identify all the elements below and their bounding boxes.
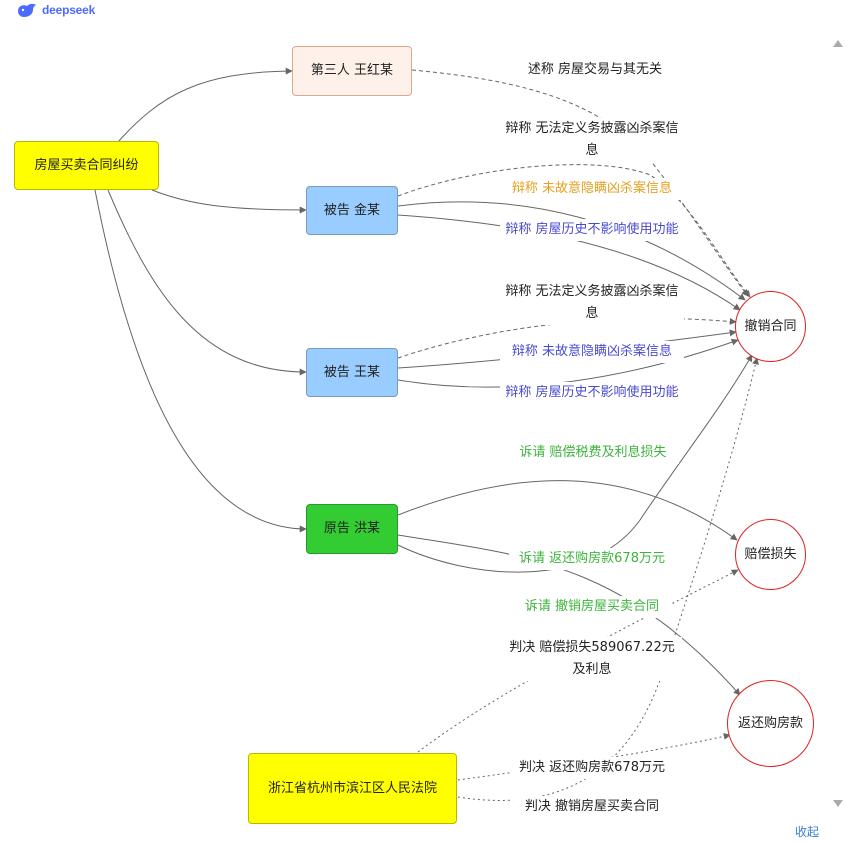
edge-label-wang-no-intent: 辩称 未故意隐瞒凶杀案信息	[500, 341, 684, 363]
third-party-node: 第三人 王红某	[292, 46, 412, 96]
scroll-up-arrow-icon[interactable]	[833, 40, 843, 47]
edge-plaintiff-compensation	[397, 480, 738, 541]
defendant-wang-node: 被告 王某	[306, 348, 398, 397]
court-label: 浙江省杭州市滨江区人民法院	[267, 780, 437, 796]
outcome-refund-label: 返还购房款	[737, 715, 803, 731]
defendant-jin-node: 被告 金某	[306, 186, 398, 235]
edge-plaintiff-revoke	[397, 354, 753, 573]
outcome-compensation-node: 赔偿损失	[735, 519, 806, 590]
edge-label-claim-revoke: 诉请 撤销房屋买卖合同	[512, 596, 672, 618]
edge-court-revoke	[457, 357, 759, 801]
edge-label-judgment-refund: 判决 返还购房款678万元	[510, 757, 674, 779]
edge-label-jin-no-duty: 辩称 无法定义务披露凶杀案信息	[500, 118, 684, 162]
outcome-revoke-label: 撤销合同	[744, 318, 797, 334]
edge-label-wang-no-effect: 辩称 房屋历史不影响使用功能	[500, 382, 684, 404]
edge-label-judgment-revoke: 判决 撤销房屋买卖合同	[513, 796, 671, 818]
edge-label-claim-compensation: 诉请 赔偿税费及利息损失	[507, 442, 679, 464]
edge-label-wang-no-duty: 辩称 无法定义务披露凶杀案信息	[500, 281, 684, 325]
edge-case-plaintiff	[94, 189, 307, 533]
court-node: 浙江省杭州市滨江区人民法院	[248, 753, 457, 824]
brand-name: deepseek	[42, 3, 96, 17]
outcome-compensation-label: 赔偿损失	[744, 546, 797, 562]
scroll-down-arrow-icon[interactable]	[833, 800, 843, 807]
edge-court-compensation	[417, 569, 739, 753]
edge-jin-revoke-intent	[397, 201, 746, 301]
edge-label-jin-no-intent: 辩称 未故意隐瞒凶杀案信息	[500, 178, 684, 200]
collapse-button[interactable]: 收起	[794, 825, 819, 839]
edge-label-third-statement: 述称 房屋交易与其无关	[512, 59, 678, 81]
edge-case-jin	[151, 189, 307, 214]
defendant-wang-label: 被告 王某	[323, 364, 381, 380]
plaintiff-label: 原告 洪某	[323, 521, 381, 536]
edge-jin-revoke-nodisclose	[397, 164, 751, 298]
third-party-label: 第三人 王红某	[310, 63, 394, 78]
case-node-label: 房屋买卖合同纠纷	[34, 157, 139, 173]
defendant-jin-label: 被告 金某	[323, 202, 381, 218]
outcome-revoke-node: 撤销合同	[735, 291, 806, 362]
brand-logo: deepseek	[16, 2, 95, 18]
whale-icon	[18, 3, 36, 17]
case-node: 房屋买卖合同纠纷	[14, 141, 159, 190]
plaintiff-node: 原告 洪某	[306, 504, 398, 554]
edge-wang-revoke-effect	[397, 338, 739, 388]
edge-label-judgment-compensation: 判决 赔偿损失589067.22元及利息	[502, 637, 682, 681]
edge-label-jin-no-effect: 辩称 房屋历史不影响使用功能	[500, 219, 684, 241]
edge-plaintiff-refund	[397, 534, 741, 696]
edge-case-wang	[107, 189, 307, 376]
edge-case-third	[117, 67, 293, 143]
edge-label-claim-refund: 诉请 返还购房款678万元	[509, 548, 675, 570]
outcome-refund-node: 返还购房款	[727, 680, 814, 767]
